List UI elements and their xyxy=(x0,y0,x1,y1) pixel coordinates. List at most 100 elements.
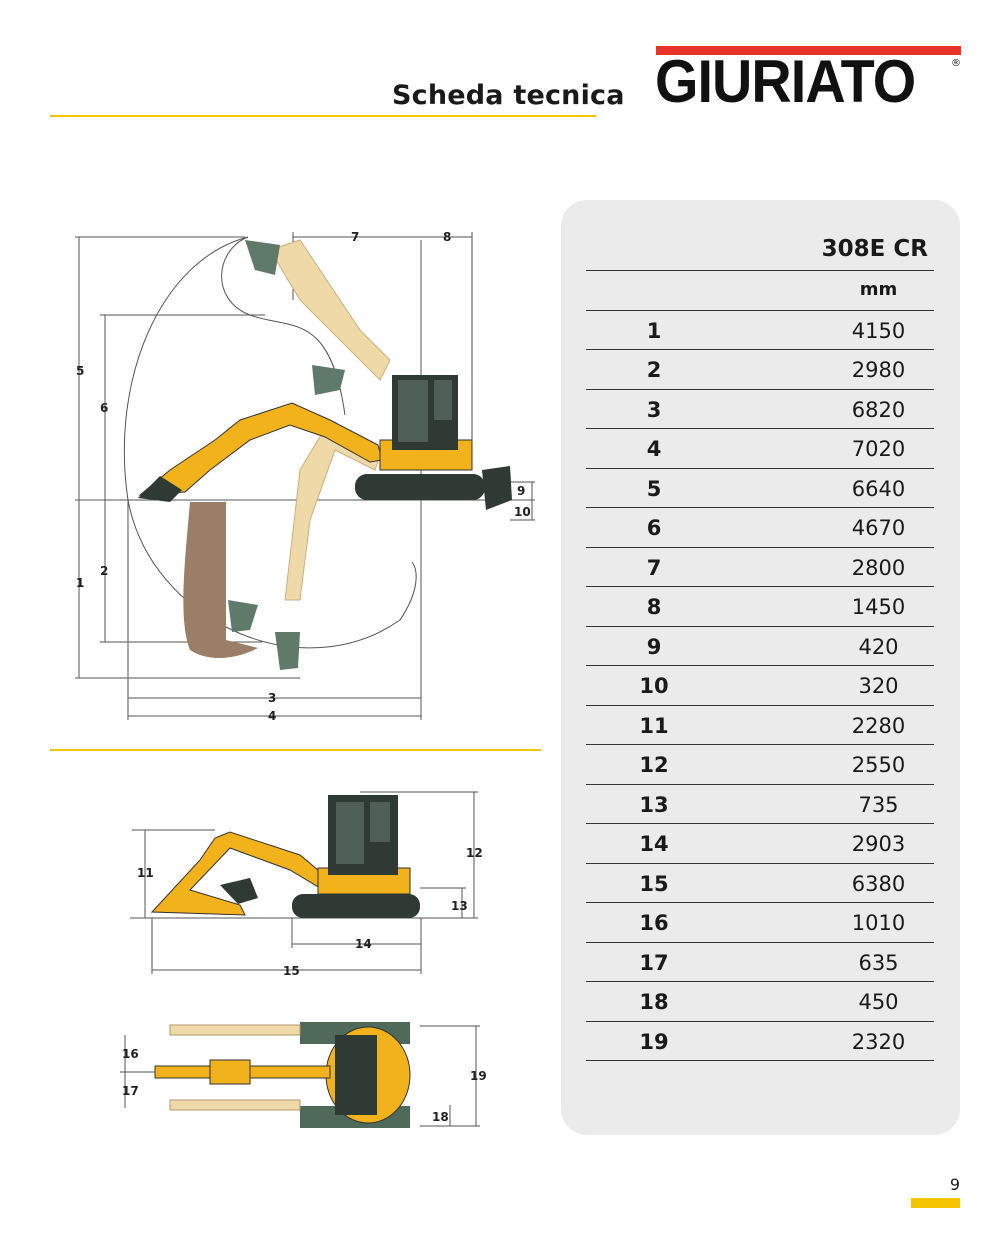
unit-label: mm xyxy=(859,279,898,300)
row-value: 1010 xyxy=(851,911,906,935)
row-id: 9 xyxy=(646,634,662,659)
dim-label-11: 11 xyxy=(137,866,154,880)
row-value: 2280 xyxy=(851,713,906,738)
row-value: 2550 xyxy=(851,753,906,777)
table-row: 15 6380 xyxy=(586,862,934,903)
row-id: 11 xyxy=(639,713,669,738)
dim-label-9: 9 xyxy=(517,484,525,498)
table-row: 8 1450 xyxy=(586,586,934,626)
dim-label-4: 4 xyxy=(268,709,276,723)
dim-label-13: 13 xyxy=(451,899,468,913)
row-id: 7 xyxy=(646,555,662,580)
row-value: 450 xyxy=(858,990,899,1014)
table-row: 19 2320 xyxy=(586,1020,934,1061)
dim-label-3: 3 xyxy=(268,691,276,705)
row-value: 6640 xyxy=(851,476,906,501)
bucket-deep-faded xyxy=(275,632,300,670)
row-id: 17 xyxy=(639,950,669,975)
table-row: 9 420 xyxy=(586,625,934,666)
spec-panel xyxy=(561,200,960,1135)
table-unit-row: mm xyxy=(586,270,934,310)
row-value: 6380 xyxy=(851,871,906,896)
row-value: 635 xyxy=(858,950,899,975)
spec-table: mm 1 4150 2 2980 3 6820 4 7020 5 6640 6 4670 7… xyxy=(586,270,934,1061)
table-row: 5 6640 xyxy=(586,467,934,508)
row-value: 1450 xyxy=(851,595,906,619)
dim-label-5: 5 xyxy=(76,364,84,378)
dim-label-10: 10 xyxy=(514,505,531,519)
row-id: 15 xyxy=(639,871,669,896)
table-row: 1 4150 xyxy=(586,309,934,350)
page-number: 9 xyxy=(949,1175,960,1194)
table-row: 11 2280 xyxy=(586,704,934,745)
logo-registered-mark: ® xyxy=(951,58,961,69)
row-id: 18 xyxy=(639,990,669,1014)
table-row: 14 2903 xyxy=(586,823,934,863)
top-view-diagram: 16 17 19 18 xyxy=(120,1022,487,1128)
table-row: 3 6820 xyxy=(586,388,934,429)
row-id: 13 xyxy=(639,792,669,817)
dim-label-14: 14 xyxy=(355,937,372,951)
row-id: 16 xyxy=(639,911,669,935)
row-id: 5 xyxy=(646,476,662,501)
row-value: 2800 xyxy=(851,555,906,580)
row-id: 14 xyxy=(639,832,669,856)
row-id: 2 xyxy=(646,358,662,382)
table-row: 16 1010 xyxy=(586,902,934,942)
bucket-trench-faded xyxy=(228,600,258,632)
row-id: 19 xyxy=(639,1029,669,1054)
row-value: 7020 xyxy=(851,437,906,461)
row-id: 10 xyxy=(639,674,669,698)
dim-label-16: 16 xyxy=(122,1047,139,1061)
row-id: 8 xyxy=(646,595,662,619)
table-row: 13 735 xyxy=(586,783,934,824)
dim-label-17: 17 xyxy=(122,1084,139,1098)
table-row: 17 635 xyxy=(586,941,934,982)
row-value: 2903 xyxy=(851,832,906,856)
dim-label-6: 6 xyxy=(100,401,108,415)
reach-envelope-arc xyxy=(123,236,417,649)
row-value: 735 xyxy=(858,792,899,817)
table-row: 12 2550 xyxy=(586,744,934,784)
row-id: 12 xyxy=(639,753,669,777)
dim-label-15: 15 xyxy=(283,964,300,978)
row-id: 1 xyxy=(646,318,662,343)
header-divider xyxy=(50,115,596,117)
row-value: 2320 xyxy=(851,1029,906,1054)
page-number-bar xyxy=(911,1198,960,1208)
bucket-mid-faded xyxy=(312,365,345,395)
table-row: 18 450 xyxy=(586,981,934,1021)
dim-label-12: 12 xyxy=(466,846,483,860)
row-value: 320 xyxy=(858,674,899,698)
table-row: 7 2800 xyxy=(586,546,934,587)
dim-label-18: 18 xyxy=(432,1110,449,1124)
row-value: 420 xyxy=(858,634,899,659)
section-divider xyxy=(50,749,541,751)
dim-label-7: 7 xyxy=(351,230,359,244)
dim-label-2: 2 xyxy=(100,564,108,578)
table-row: 6 4670 xyxy=(586,507,934,547)
dim-label-1: 1 xyxy=(76,576,84,590)
table-row: 10 320 xyxy=(586,665,934,705)
working-range-diagram: 5 6 1 2 7 8 9 10 3 4 xyxy=(75,230,535,723)
row-value: 6820 xyxy=(851,397,906,422)
arm-top-faded xyxy=(269,239,391,381)
bucket-top-faded xyxy=(245,240,280,275)
excavator-side xyxy=(138,375,512,510)
logo-red-bar xyxy=(656,46,961,55)
row-value: 4150 xyxy=(851,318,906,343)
table-row: 2 2980 xyxy=(586,349,934,389)
row-id: 4 xyxy=(646,437,662,461)
row-id: 3 xyxy=(646,397,662,422)
table-row: 4 7020 xyxy=(586,428,934,468)
soil-trench xyxy=(183,502,258,658)
row-id: 6 xyxy=(646,516,662,540)
dim-label-8: 8 xyxy=(443,230,451,244)
row-value: 2980 xyxy=(851,358,906,382)
model-name: 308E CR xyxy=(821,236,928,262)
page-title: Scheda tecnica xyxy=(392,80,625,111)
logo-text: GIURIATO xyxy=(655,48,916,115)
dim-label-19: 19 xyxy=(470,1069,487,1083)
transport-diagram: 11 12 13 14 15 xyxy=(130,791,483,978)
row-value: 4670 xyxy=(851,516,906,540)
